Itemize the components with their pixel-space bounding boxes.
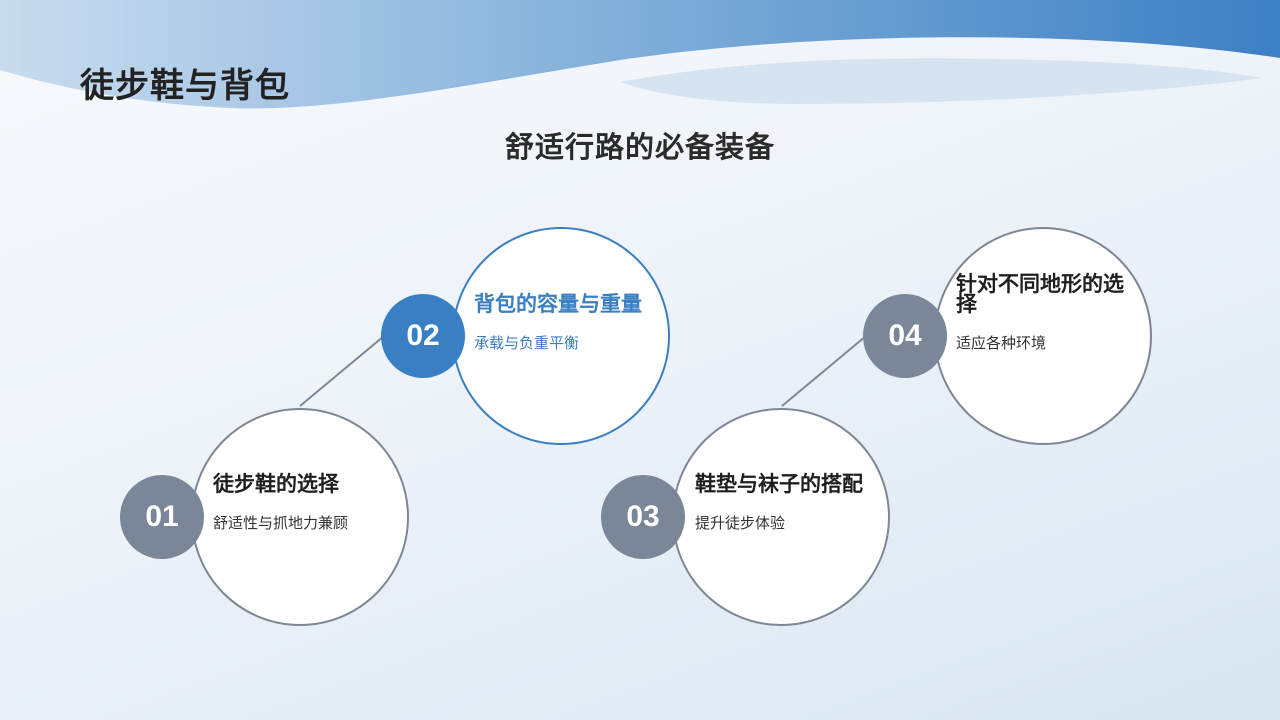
step-number-badge: 02 bbox=[381, 294, 465, 378]
page-title: 徒步鞋与背包 bbox=[80, 66, 290, 106]
step-bubble bbox=[672, 408, 890, 626]
step-description: 提升徒步体验 bbox=[695, 514, 786, 532]
step-number-badge: 01 bbox=[120, 475, 204, 559]
step-title: 徒步鞋的选择 bbox=[213, 472, 339, 496]
step-description: 承载与负重平衡 bbox=[474, 334, 580, 352]
page-subtitle: 舒适行路的必备装备 bbox=[504, 130, 775, 164]
header-wave-decoration bbox=[0, 0, 1280, 109]
step-number-badge: 03 bbox=[601, 475, 685, 559]
step-description: 适应各种环境 bbox=[956, 334, 1047, 352]
step-title: 鞋垫与袜子的搭配 bbox=[695, 472, 863, 496]
step-description: 舒适性与抓地力兼顾 bbox=[213, 514, 349, 532]
step-title: 针对不同地形的选择 bbox=[956, 272, 1124, 316]
step-bubble bbox=[191, 408, 409, 626]
step-title: 背包的容量与重量 bbox=[474, 292, 642, 316]
step-number-badge: 04 bbox=[863, 294, 947, 378]
